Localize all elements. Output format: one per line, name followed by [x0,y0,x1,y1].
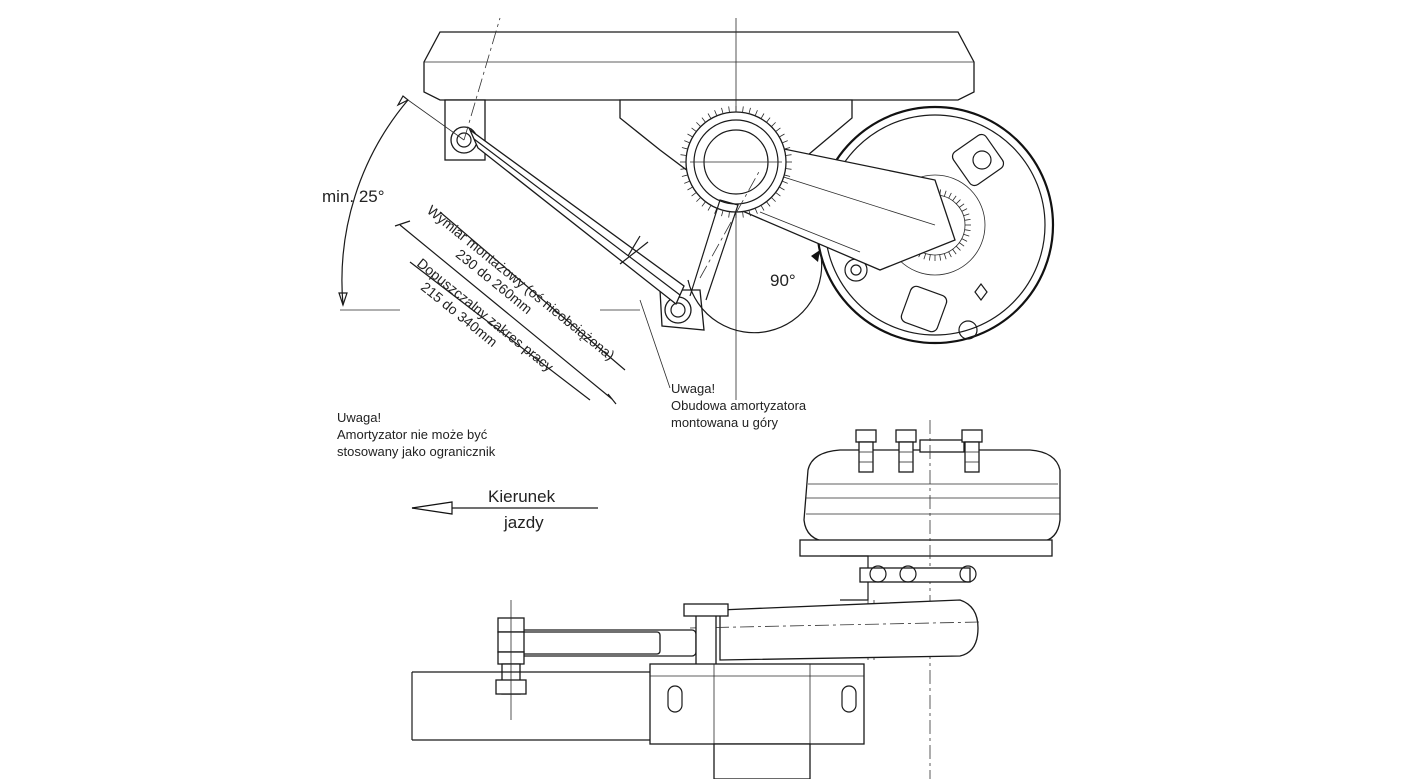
note-left-line-2: stosowany jako ogranicznik [337,444,496,459]
chassis-beam [423,31,975,101]
direction-label-line-2: jazdy [503,513,544,532]
direction-arrow: Kierunek jazdy [411,487,598,532]
note-left-line-1: Amortyzator nie może być [337,427,488,442]
note-top-title: Uwaga! [671,381,715,396]
chassis-rail [411,671,662,741]
upper-mount-bracket [444,99,486,161]
angle-arc-90 [687,249,823,334]
stud-bolt [961,429,983,443]
stud-bolt [895,429,917,443]
note-top-line-1: Obudowa amortyzatora [671,398,807,413]
lower-mount-bracket [659,199,739,331]
angle-90-label: 90° [770,271,796,290]
angle-arc-25 [341,99,409,306]
drum-studs [855,429,983,473]
stud-bolt [964,441,980,473]
mounting-plate [649,663,865,779]
shock-absorber-plan [519,603,729,681]
axle-arm [719,599,979,661]
angle-min-label: min. 25° [322,187,385,206]
direction-label-line-1: Kierunek [488,487,556,506]
drum-housing [799,439,1061,557]
stud-bolt [898,441,914,473]
top-view [411,420,1061,779]
note-top-line-2: montowana u góry [671,415,778,430]
shock-absorber [468,128,685,306]
side-view: min. 25° 90° Wymiar montażowy (oś nieobc… [322,17,1055,430]
note-left-title: Uwaga! [337,410,381,425]
shock-mount-bolt [495,600,527,720]
axle-tube [680,106,792,218]
stud-bolt [858,441,874,473]
stud-bolt [855,429,877,443]
dimension-lines [394,211,626,405]
